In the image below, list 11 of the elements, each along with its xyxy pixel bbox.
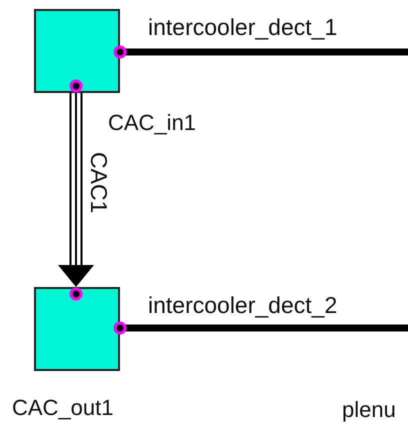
box-caption: CAC_out1 (12, 397, 114, 419)
connector-line (114, 46, 408, 58)
edge-label: CAC1 (87, 152, 110, 214)
edge-label: intercooler_dect_1 (148, 16, 338, 39)
process-box (34, 9, 120, 93)
process-box (34, 287, 120, 371)
double-line-arrow (58, 93, 94, 287)
connector-line (114, 322, 408, 334)
box-caption: CAC_in1 (108, 112, 196, 134)
label-text: plenu (342, 399, 396, 421)
edge-label: intercooler_dect_2 (148, 294, 338, 317)
